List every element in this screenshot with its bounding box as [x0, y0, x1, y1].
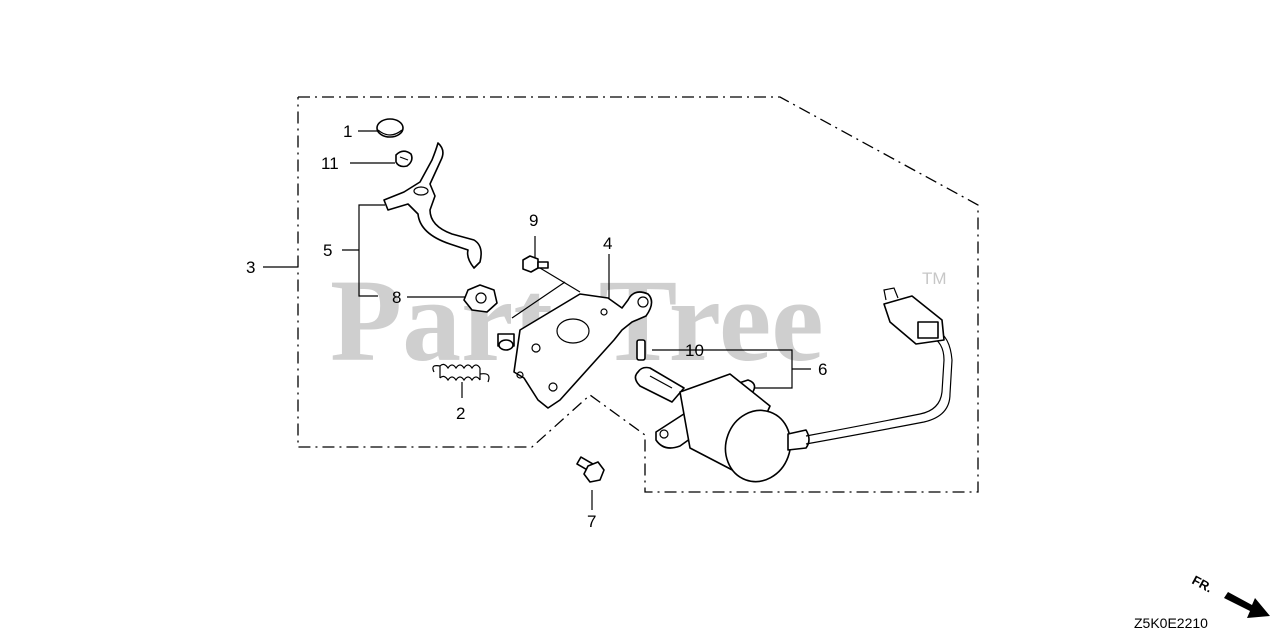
direction-indicator: FR. [1190, 572, 1270, 618]
callout-6: 6 [818, 360, 827, 379]
callout-2: 2 [456, 404, 465, 423]
part-solenoid [634, 287, 953, 483]
watermark-tm: TM [922, 269, 947, 288]
part-cap [376, 118, 404, 138]
watermark: PartsTree TM [330, 255, 947, 386]
callout-4: 4 [603, 234, 612, 253]
part-nut [463, 284, 498, 313]
callout-11: 11 [321, 154, 339, 173]
callout-8: 8 [392, 288, 401, 307]
assembly-boundary [297, 96, 979, 493]
callout-1: 1 [343, 122, 352, 141]
part-bolt-large [576, 456, 605, 483]
arrow-icon [1224, 592, 1270, 618]
callout-10: 10 [685, 341, 704, 360]
part-pin [636, 339, 646, 361]
callout-9: 9 [529, 211, 538, 230]
callout-7: 7 [587, 512, 596, 531]
part-spring [432, 363, 490, 383]
callout-numbers: 1 11 5 3 8 9 4 10 6 2 7 [246, 122, 827, 531]
leader-lines [263, 130, 811, 510]
direction-label: FR. [1190, 572, 1216, 595]
callout-5: 5 [323, 241, 332, 260]
part-bracket [497, 291, 653, 409]
part-clip [395, 150, 413, 168]
part-bolt-small [522, 255, 549, 273]
part-lever [383, 142, 482, 269]
callout-3: 3 [246, 258, 255, 277]
diagram-code: Z5K0E2210 [1134, 615, 1208, 631]
